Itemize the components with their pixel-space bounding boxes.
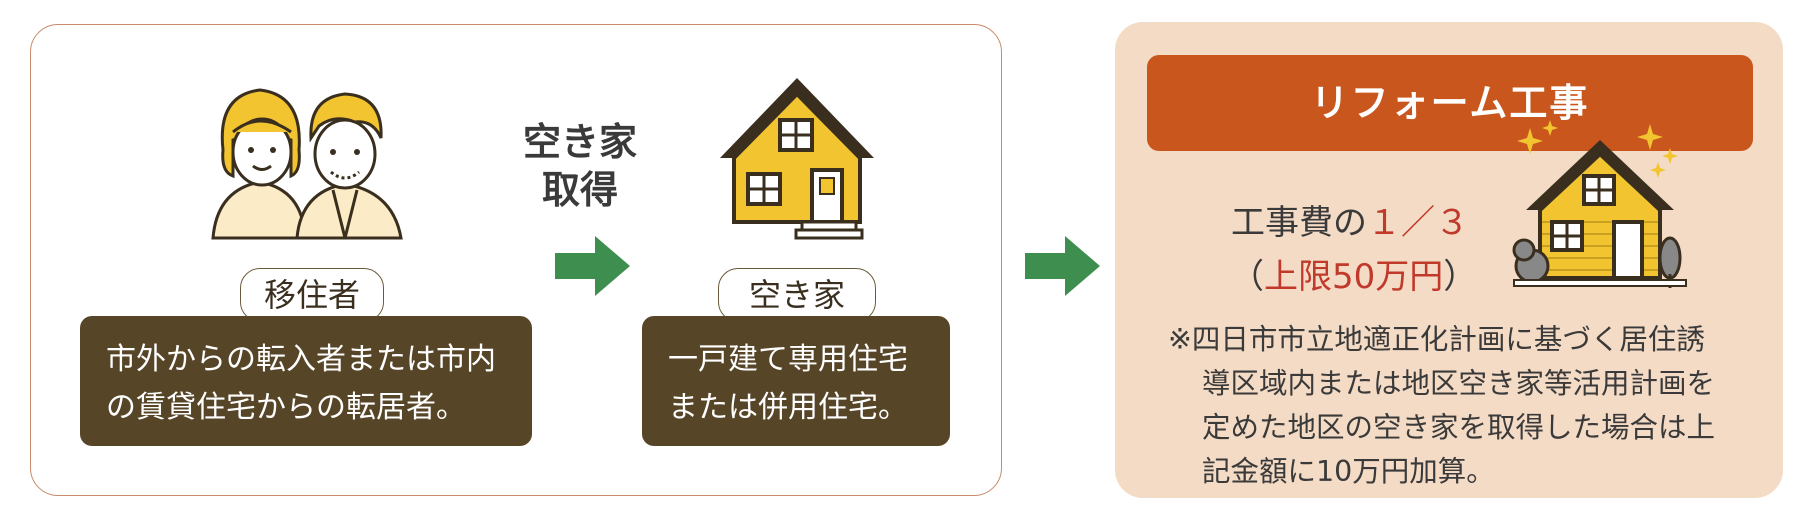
cost-ratio: １／３ [1367,203,1469,243]
cost-limit-close: ） [1443,257,1478,297]
cost-line: 工事費の１／３ [1231,203,1469,243]
arrow-right-icon [1025,236,1100,296]
cost-prefix: 工事費の [1231,203,1367,243]
person-tag: 移住者 [240,268,384,322]
person-description: 市外からの転入者または市内 の賃貸住宅からの転居者。 [80,316,532,446]
house-tag: 空き家 [718,268,876,322]
action-label: 空き家 取得 [520,118,640,214]
note-line: ※四日市市立地適正化計画に基づく居住誘 [1168,323,1705,356]
note-text: ※四日市市立地適正化計画に基づく居住誘 導区域内または地区空き家等活用計画を 定… [1168,318,1758,494]
house-icon [720,78,874,240]
couple-illustration [211,88,403,240]
house-description: 一戸建て専用住宅 または併用住宅。 [642,316,950,446]
house-description-line: または併用住宅。 [668,390,908,425]
sparkle-house-icon [1512,120,1687,288]
house-description-line: 一戸建て専用住宅 [668,342,908,377]
person-description-line: の賃貸住宅からの転居者。 [106,390,466,425]
cost-limit-line: （上限50万円） [1230,250,1477,304]
cost-limit-value: 上限50万円 [1264,257,1444,297]
note-line: 定めた地区の空き家を取得した場合は上 [1202,411,1716,444]
arrow-right-icon [555,236,630,296]
note-line: 導区域内または地区空き家等活用計画を [1202,367,1716,400]
cost-text: 工事費の１／３ （上限50万円） [1230,196,1477,304]
note-line: 記金額に10万円加算。 [1202,455,1495,488]
action-label-line: 空き家 [522,120,637,164]
person-description-line: 市外からの転入者または市内 [106,342,496,377]
action-label-line: 取得 [541,168,618,212]
cost-limit-open: （ [1230,257,1264,297]
